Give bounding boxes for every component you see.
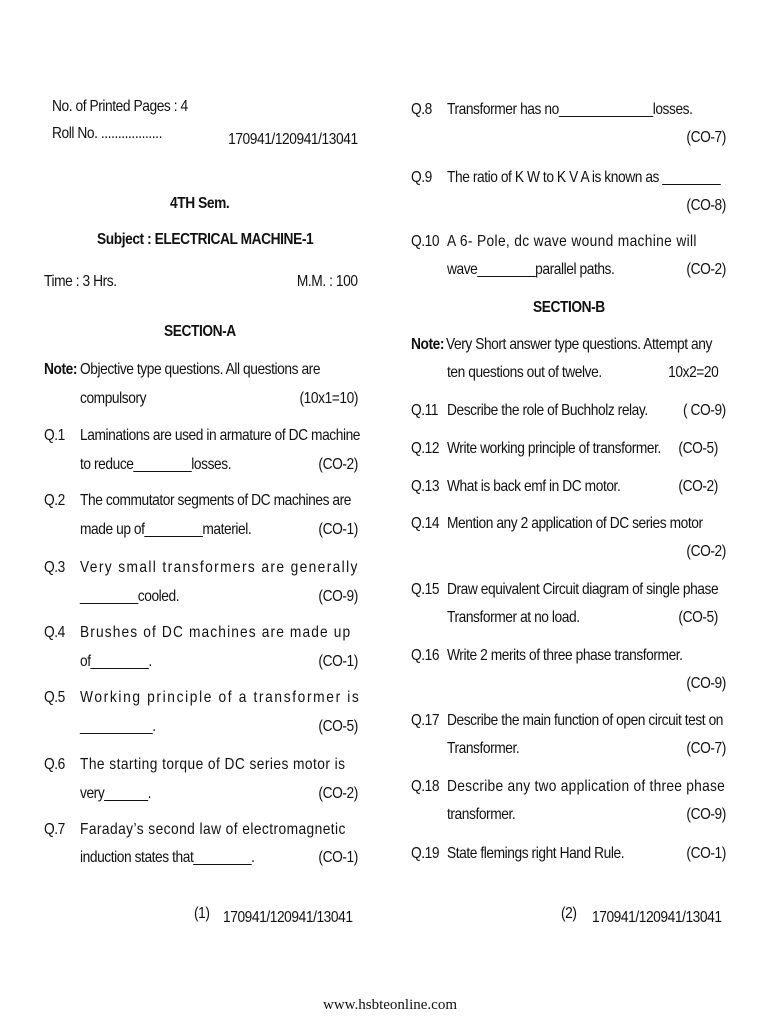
- question-co: ( CO-9): [683, 402, 726, 419]
- question-text: Describe any two application of three ph…: [447, 778, 726, 795]
- website-link[interactable]: www.hsbteonline.com: [323, 997, 458, 1013]
- question-text: The ratio of K W to K V A is known as __…: [447, 169, 721, 186]
- question-co: (CO-8): [686, 197, 727, 214]
- question-text: Draw equivalent Circuit diagram of singl…: [447, 581, 719, 598]
- question-text-cont: ________cooled.: [80, 588, 180, 605]
- question-number: Q.9: [411, 169, 432, 186]
- question-co: (CO-2): [686, 261, 727, 278]
- question-text: Very small transformers are generally: [80, 559, 359, 576]
- section-b-note-line2: ten questions out of twelve.: [447, 364, 602, 381]
- question-text: Laminations are used in armature of DC m…: [80, 427, 361, 444]
- question-text: Describe the role of Buchholz relay.: [447, 402, 648, 419]
- footer-paper-code: 170941/120941/13041: [592, 909, 722, 926]
- question-text: Faraday’s second law of electromagnetic: [80, 821, 346, 838]
- question-text: Write working principle of transformer.: [447, 440, 661, 457]
- question-co: (CO-2): [686, 543, 727, 560]
- page-number: (2): [561, 905, 577, 922]
- question-co: (CO-9): [686, 806, 727, 823]
- question-number: Q.11: [411, 402, 439, 419]
- question-co: (CO-7): [686, 740, 727, 757]
- question-number: Q.18: [411, 778, 440, 795]
- question-text: Describe the main function of open circu…: [447, 712, 724, 729]
- question-number: Q.3: [44, 559, 65, 576]
- section-a-note-line2: compulsory: [80, 390, 147, 407]
- question-text: The commutator segments of DC machines a…: [80, 492, 352, 509]
- question-number: Q.7: [44, 821, 65, 838]
- question-co: (CO-7): [686, 129, 727, 146]
- question-text: Transformer has no_____________losses.: [447, 101, 693, 118]
- question-text-cont: transformer.: [447, 806, 516, 823]
- question-text: Working principle of a transformer is: [80, 689, 361, 706]
- question-text-cont: of________.: [80, 653, 152, 670]
- question-number: Q.2: [44, 492, 65, 509]
- question-text-cont: very______.: [80, 785, 152, 802]
- question-number: Q.12: [411, 440, 440, 457]
- printed-pages: No. of Printed Pages : 4: [52, 98, 188, 115]
- question-number: Q.15: [411, 581, 440, 598]
- question-co: (CO-1): [318, 521, 359, 538]
- section-a-note-marks: (10x1=10): [299, 390, 359, 407]
- question-co: (CO-5): [678, 440, 719, 457]
- question-text-cont: Transformer at no load.: [447, 609, 580, 626]
- question-number: Q.4: [44, 624, 65, 641]
- question-text: Mention any 2 application of DC series m…: [447, 515, 703, 532]
- question-number: Q.13: [411, 478, 440, 495]
- section-a-note-label: Note:: [44, 361, 78, 378]
- question-text-cont: wave________parallel paths.: [447, 261, 615, 278]
- question-co: (CO-9): [686, 675, 727, 692]
- question-co: (CO-2): [318, 456, 359, 473]
- section-b-note-label: Note:: [411, 336, 445, 353]
- question-co: (CO-1): [318, 653, 359, 670]
- question-text: The starting torque of DC series motor i…: [80, 756, 346, 773]
- section-a-title: SECTION-A: [164, 323, 236, 340]
- section-a-note-line1: Objective type questions. All questions …: [80, 361, 321, 378]
- question-co: (CO-5): [678, 609, 719, 626]
- question-text: What is back emf in DC motor.: [447, 478, 621, 495]
- roll-no: Roll No. ..................: [52, 125, 162, 142]
- page-number: (1): [194, 905, 210, 922]
- max-marks: M.M. : 100: [297, 273, 358, 290]
- question-co: (CO-1): [686, 845, 727, 862]
- question-text: Write 2 merits of three phase transforme…: [447, 647, 683, 664]
- question-co: (CO-5): [318, 718, 359, 735]
- question-co: (CO-9): [318, 588, 359, 605]
- question-number: Q.6: [44, 756, 65, 773]
- question-text-cont: induction states that________.: [80, 849, 255, 866]
- paper-code: 170941/120941/13041: [228, 131, 358, 148]
- section-b-note-marks: 10x2=20: [667, 364, 719, 381]
- subject: Subject : ELECTRICAL MACHINE-1: [97, 231, 314, 248]
- semester: 4TH Sem.: [170, 195, 230, 212]
- section-b-title: SECTION-B: [533, 299, 605, 316]
- question-number: Q.8: [411, 101, 432, 118]
- question-text-cont: to reduce________losses.: [80, 456, 232, 473]
- footer-paper-code: 170941/120941/13041: [223, 909, 353, 926]
- question-number: Q.14: [411, 515, 440, 532]
- question-number: Q.16: [411, 647, 440, 664]
- section-b-note-line1: Very Short answer type questions. Attemp…: [446, 336, 712, 353]
- question-number: Q.1: [44, 427, 65, 444]
- question-co: (CO-2): [318, 785, 359, 802]
- question-text: A 6- Pole, dc wave wound machine will: [447, 233, 697, 250]
- question-number: Q.17: [411, 712, 440, 729]
- question-text-cont: made up of________materiel.: [80, 521, 252, 538]
- question-text: Brushes of DC machines are made up: [80, 624, 352, 641]
- question-number: Q.19: [411, 845, 440, 862]
- question-number: Q.5: [44, 689, 65, 706]
- question-co: (CO-2): [678, 478, 719, 495]
- exam-time: Time : 3 Hrs.: [44, 273, 117, 290]
- question-number: Q.10: [411, 233, 440, 250]
- question-text-cont: Transformer.: [447, 740, 520, 757]
- question-text: State flemings right Hand Rule.: [447, 845, 625, 862]
- question-co: (CO-1): [318, 849, 359, 866]
- question-text-cont: __________.: [80, 718, 156, 735]
